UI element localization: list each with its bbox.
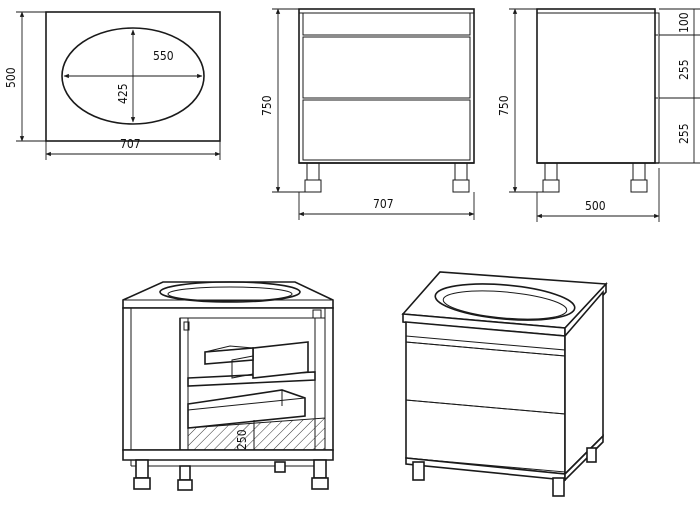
side-left-leg xyxy=(544,162,558,181)
open-upper-drawer-front xyxy=(252,341,309,379)
front-left-leg xyxy=(306,162,320,181)
bowl-width-label: 550 xyxy=(153,49,174,63)
front-top-drawer xyxy=(302,12,471,36)
closed-front xyxy=(405,321,566,475)
open-bottom-label: 250 xyxy=(235,429,249,450)
open-leg-right-back xyxy=(274,461,286,473)
top-depth-label: 500 xyxy=(4,67,18,88)
front-height-label: 750 xyxy=(260,95,274,116)
open-cabinet-view: 250 xyxy=(122,281,334,491)
open-countertop xyxy=(122,281,334,309)
front-width-label: 707 xyxy=(373,197,394,211)
countertop-outline xyxy=(45,11,221,142)
front-body xyxy=(298,8,475,164)
closed-leg-front xyxy=(552,477,565,497)
bowl-outline xyxy=(61,27,205,125)
side-depth-label: 500 xyxy=(585,199,606,213)
side-section-2-label: 255 xyxy=(677,59,691,80)
front-view: 707 750 xyxy=(260,8,475,220)
closed-cabinet-view xyxy=(401,271,608,497)
front-bottom-drawer xyxy=(302,99,471,161)
top-width-label: 707 xyxy=(120,137,141,151)
open-bowl xyxy=(159,281,301,303)
top-view: 550 425 707 500 xyxy=(4,11,221,160)
side-section-1-label: 100 xyxy=(677,12,691,33)
bowl-depth-label: 425 xyxy=(116,83,130,104)
open-leg-right-front xyxy=(313,459,327,479)
open-lower-drawer xyxy=(187,389,306,429)
closed-bottom-drawer xyxy=(405,399,566,473)
side-view: 500 750 100 255 255 xyxy=(497,8,700,222)
side-height-label: 750 xyxy=(497,95,511,116)
closed-leg-left xyxy=(412,461,425,481)
closed-leg-right xyxy=(586,447,597,463)
front-middle-drawer xyxy=(302,36,471,99)
closed-bowl xyxy=(434,283,576,321)
side-right-leg xyxy=(632,162,646,181)
open-leg-left-front xyxy=(135,459,149,479)
front-right-leg xyxy=(454,162,468,181)
side-body xyxy=(536,8,656,164)
side-section-3-label: 255 xyxy=(677,123,691,144)
open-leg-left-back xyxy=(179,465,191,481)
